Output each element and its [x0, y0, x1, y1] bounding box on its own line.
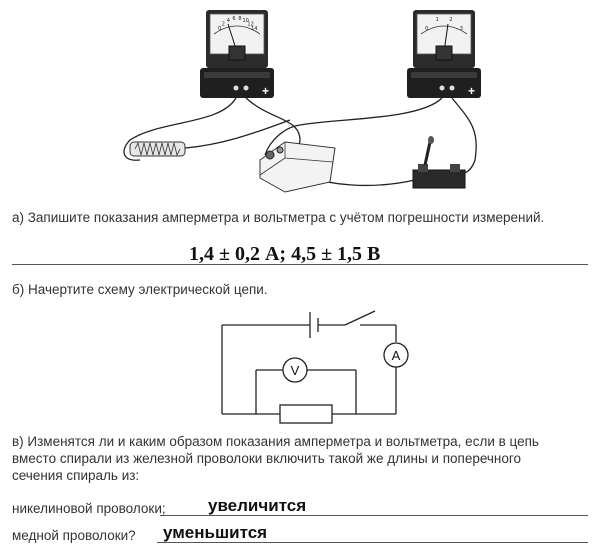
voltmeter-scale-label: 1 — [436, 17, 439, 23]
ammeter-scale-label: 4 — [227, 18, 230, 24]
voltmeter-scale-label: 3 — [460, 26, 463, 32]
ammeter-scale-label: 12 — [247, 21, 253, 27]
ammeter-scale-label: 8 — [238, 16, 241, 22]
question-c-line-3: сечения спираль из: — [12, 468, 140, 483]
voltmeter-scale-label: 0 — [425, 26, 428, 32]
question-b-text: б) Начертите схему электрической цепи. — [12, 282, 268, 297]
nickel-wire-prompt: никелиновой проволоки; — [12, 501, 166, 516]
ammeter-scale-label: 10 — [243, 18, 249, 24]
copper-answer-line — [157, 542, 588, 543]
ammeter-scale-label: 14 — [251, 26, 257, 32]
iron-wire-coil — [129, 141, 186, 157]
schematic-voltmeter-label: V — [291, 363, 300, 378]
ammeter-scale-label: 0 — [218, 26, 221, 32]
circuit-schematic — [221, 310, 409, 424]
knife-switch — [412, 136, 466, 189]
ammeter-scale-label: 6 — [232, 16, 235, 22]
question-a-text: а) Запишите показания амперметра и вольт… — [12, 210, 545, 225]
answer-a-line — [12, 264, 588, 265]
voltmeter-plus-terminal: + — [468, 84, 475, 98]
copper-wire-prompt: медной проволоки? — [12, 528, 136, 543]
question-c-line-1: в) Изменятся ли и каким образом показани… — [12, 434, 539, 449]
voltmeter-scale-label: 2 — [449, 17, 452, 23]
voltmeter-device: 0 1 2 3 + — [407, 10, 481, 98]
copper-wire-answer: уменьшится — [163, 523, 268, 542]
nickel-wire-answer: увеличится — [208, 496, 307, 515]
question-c-line-2: вместо спирали из железной проволоки вкл… — [12, 451, 522, 466]
ammeter-plus-terminal: + — [262, 84, 269, 98]
ammeter-scale-label: 2 — [222, 21, 225, 27]
schematic-ammeter-label: A — [392, 348, 401, 363]
nickel-answer-line — [160, 515, 588, 516]
question-a-answer: 1,4 ± 0,2 А; 4,5 ± 1,5 В — [189, 243, 381, 265]
power-supply — [259, 141, 336, 193]
